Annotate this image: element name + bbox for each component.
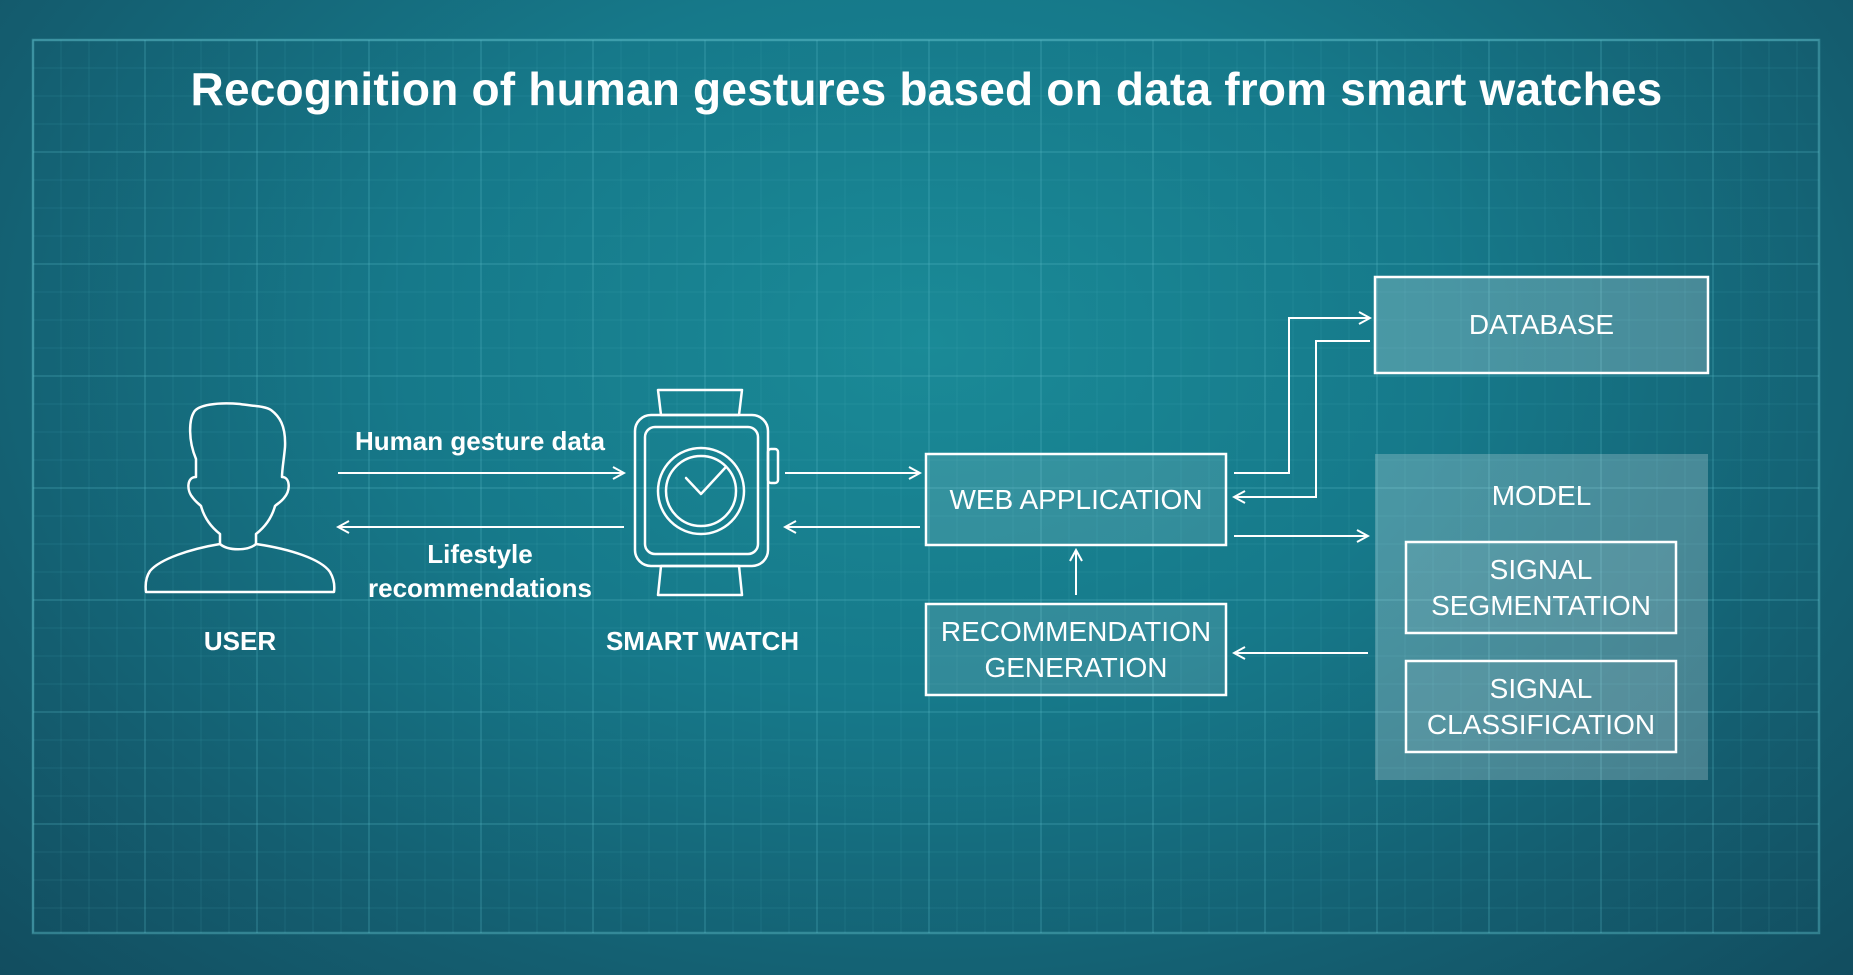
recommendation-line: RECOMMENDATION <box>940 615 1212 647</box>
grid-frame <box>31 38 1821 935</box>
signal-classification-box <box>1404 659 1678 754</box>
generation-line: GENERATION <box>984 651 1168 683</box>
connectors <box>338 318 1370 653</box>
lifestyle-recommendations-label: Lifestyle recommendations <box>330 537 630 605</box>
human-gesture-data-label: Human gesture data <box>355 426 605 456</box>
database-box <box>1373 275 1710 375</box>
signal-segmentation-box <box>1404 540 1678 635</box>
signal-segmentation-label: SIGNAL SEGMENTATION <box>1406 542 1676 633</box>
model-panel <box>1375 454 1708 780</box>
recommendations-line: recommendations <box>368 573 592 603</box>
signal-line-2: SIGNAL <box>1489 672 1593 704</box>
web-application-box <box>924 452 1228 547</box>
lifestyle-line: Lifestyle <box>427 539 533 569</box>
signal-line-1: SIGNAL <box>1489 553 1593 585</box>
diagram-title: Recognition of human gestures based on d… <box>190 63 1663 115</box>
blueprint-grid <box>32 39 1819 933</box>
classification-line: CLASSIFICATION <box>1426 708 1656 740</box>
recommendation-generation-box <box>924 602 1228 697</box>
edge-database-to-webapp <box>1234 340 1370 497</box>
model-label: MODEL <box>1491 480 1592 511</box>
user-silhouette-icon <box>144 402 336 594</box>
web-application-label: WEB APPLICATION <box>949 483 1203 515</box>
segmentation-line: SEGMENTATION <box>1431 589 1651 621</box>
recommendation-generation-label: RECOMMENDATION GENERATION <box>926 604 1226 695</box>
edge-webapp-to-database <box>1234 318 1370 474</box>
database-label: DATABASE <box>1468 309 1615 340</box>
smart-watch-label: SMART WATCH <box>605 626 800 656</box>
user-label: USER <box>203 626 277 656</box>
boxes <box>924 275 1710 780</box>
smart-watch-icon <box>633 388 780 597</box>
signal-classification-label: SIGNAL CLASSIFICATION <box>1406 661 1676 752</box>
